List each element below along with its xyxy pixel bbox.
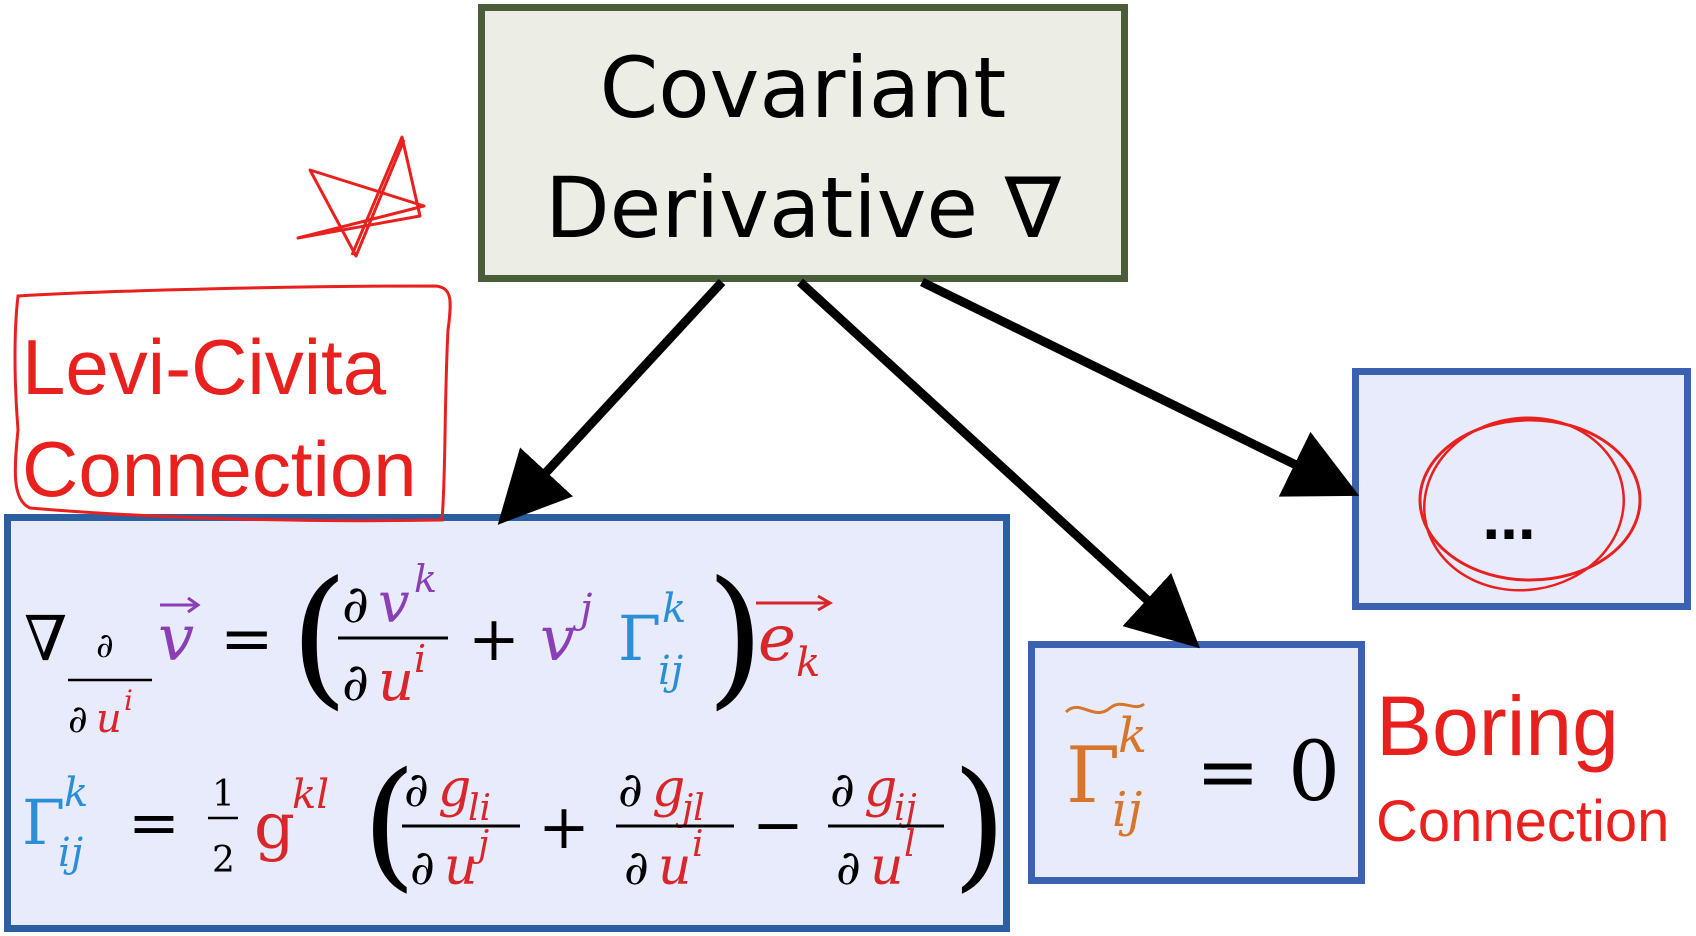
vector-v-arrow	[160, 596, 201, 614]
t2-den-u: u	[658, 837, 692, 897]
v-j-sup: j	[572, 586, 592, 632]
title-line-2: Derivative ∇	[545, 159, 1061, 257]
den-partial: ∂	[342, 653, 369, 713]
levi-civita-highlight-box	[13, 284, 452, 523]
t3-num-g: g	[864, 759, 897, 819]
nabla-symbol: ∇	[24, 602, 67, 675]
vector-v: v	[158, 602, 194, 676]
basis-k: k	[796, 640, 820, 686]
zero: 0	[1288, 725, 1340, 820]
basis-e-arrow	[756, 594, 833, 612]
num-v: v	[378, 571, 410, 636]
den-u: u	[378, 649, 414, 714]
arrow-to-levi-civita	[497, 278, 726, 525]
formula-covariant-derivative: ∇ ∂ ∂ u i v = ( ∂ v k ∂ u i + v j Γ k ij…	[24, 550, 833, 742]
covariant-derivative-box: Covariant Derivative ∇	[478, 4, 1128, 282]
plus-1: +	[468, 602, 520, 675]
gamma-1-k: k	[662, 586, 686, 632]
arrow-to-other	[920, 277, 1360, 497]
den-i: i	[414, 637, 426, 681]
gamma-2: Γ	[22, 786, 65, 859]
num-partial: ∂	[342, 575, 369, 635]
num-k: k	[414, 557, 437, 601]
minus: −	[752, 788, 804, 861]
basis-e: e	[758, 602, 796, 676]
t3-num-ij: ij	[894, 788, 917, 829]
t2-num-g: g	[652, 759, 685, 819]
t1-num-g: g	[438, 759, 471, 819]
equals-2: =	[128, 786, 180, 859]
ellipsis-circle-2	[1423, 416, 1625, 592]
t1-den-u: u	[444, 837, 478, 897]
levi-civita-label-line-1: Levi-Civita	[22, 323, 387, 411]
v-j-base: v	[540, 602, 575, 675]
arrow-to-boring	[796, 278, 1200, 649]
ellipsis-circle	[1418, 418, 1642, 582]
metric-kl: kl	[292, 772, 329, 818]
t2-num-partial: ∂	[618, 762, 643, 818]
metric-g: g	[254, 790, 295, 864]
gamma-1-ij: ij	[658, 648, 683, 694]
formula-christoffel: Γ k ij = 1 2 g kl ( ∂ g li ∂ u j + ∂ g j…	[22, 743, 1007, 906]
gamma-tilde: Γ	[1066, 731, 1120, 821]
half-num: 1	[212, 774, 235, 815]
sub-denom-i: i	[124, 684, 133, 717]
half-den: 2	[212, 840, 235, 881]
gamma-2-k: k	[64, 770, 88, 816]
sub-partial: ∂	[96, 626, 114, 666]
levi-civita-label-line-2: Connection	[22, 425, 417, 513]
t1-num-li: li	[468, 788, 491, 829]
boring-connection-box	[1028, 641, 1365, 884]
t3-den-l: l	[904, 824, 916, 865]
plus-2: +	[538, 790, 590, 863]
paren-close-1: )	[706, 550, 765, 724]
formula-boring: Γ k ij = 0	[1064, 702, 1340, 838]
paren-close-2: )	[952, 743, 1007, 906]
star-icon	[296, 135, 426, 258]
equals-3: =	[1196, 727, 1260, 816]
t2-den-i: i	[692, 824, 704, 865]
gamma-1: Γ	[618, 602, 661, 675]
t3-den-u: u	[870, 837, 904, 897]
ellipsis-label: ...	[1482, 481, 1536, 553]
t3-num-partial: ∂	[830, 762, 855, 818]
gamma-tilde-k: k	[1118, 708, 1147, 764]
equals-1: =	[220, 602, 274, 676]
t2-den-partial: ∂	[624, 840, 649, 896]
sub-denom-partial: ∂	[68, 697, 88, 741]
title-line-1: Covariant	[599, 39, 1007, 137]
sub-denom-u: u	[96, 696, 122, 742]
t1-num-partial: ∂	[404, 762, 429, 818]
gamma-2-ij: ij	[58, 830, 83, 876]
boring-label-line-1: Boring	[1376, 679, 1619, 773]
gamma-tilde-ij: ij	[1112, 782, 1142, 838]
tilde-mark	[1064, 702, 1145, 715]
boring-label-line-2: Connection	[1376, 789, 1670, 854]
t3-den-partial: ∂	[836, 840, 861, 896]
t1-den-partial: ∂	[410, 840, 435, 896]
